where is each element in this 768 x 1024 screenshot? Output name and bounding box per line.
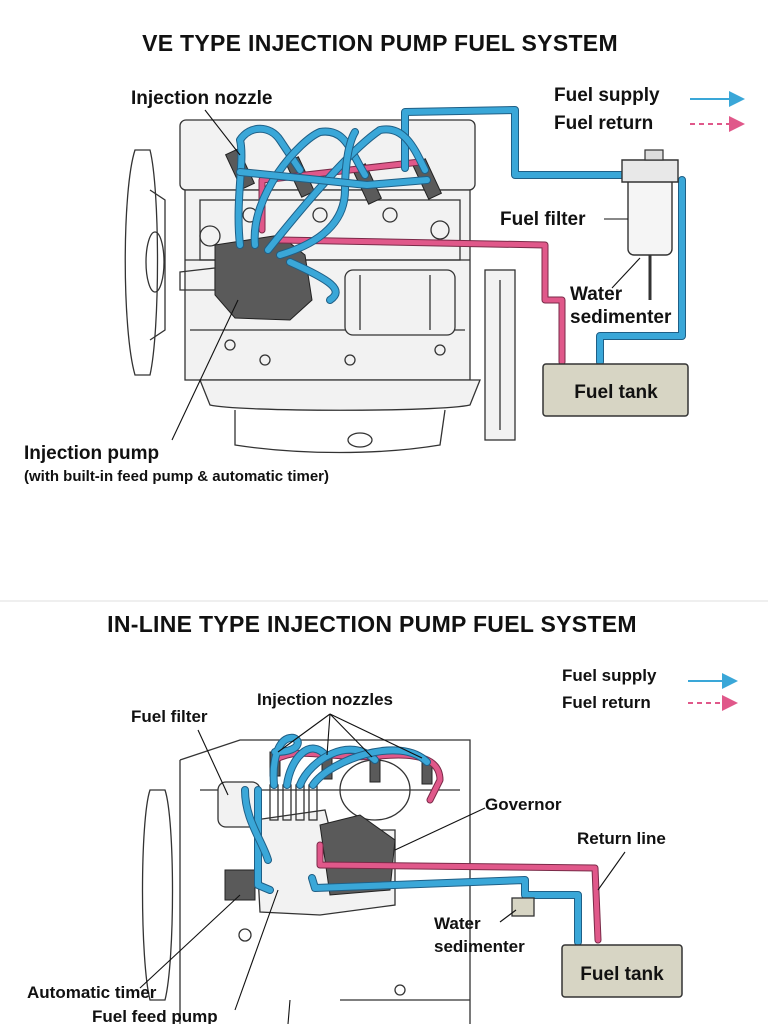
inline-fuel-tank: Fuel tank (561, 944, 683, 998)
ve-legend-supply-label: Fuel supply (554, 85, 660, 106)
inline-feed-pump-leader-2 (287, 999, 291, 1024)
inline-sedimenter-label-line1: Water (434, 914, 481, 933)
inline-legend-return-label: Fuel return (562, 693, 651, 712)
ve-title: VE TYPE INJECTION PUMP FUEL SYSTEM (142, 30, 618, 56)
ve-injection-pump-note: (with built-in feed pump & automatic tim… (24, 468, 329, 485)
inline-fuel-lines (241, 733, 602, 946)
ve-injection-pump-leader (171, 299, 239, 441)
ve-fuel-lines (234, 106, 686, 366)
ve-injection-pump-label: Injection pump (24, 443, 159, 464)
ve-legend-return-label: Fuel return (554, 113, 653, 134)
inline-governor-label: Governor (485, 795, 562, 814)
inline-fuel-filter-label: Fuel filter (131, 707, 208, 726)
ve-fuel-filter-label: Fuel filter (500, 209, 586, 230)
inline-automatic-timer-label: Automatic timer (27, 983, 157, 1002)
inline-sedimenter-leader (499, 909, 517, 923)
inline-legend-supply-label: Fuel supply (562, 666, 657, 685)
inline-fuel-tank-label: Fuel tank (580, 964, 664, 985)
ve-injection-nozzle-label: Injection nozzle (131, 88, 272, 109)
inline-nozzles-leader-3 (329, 713, 373, 758)
inline-return-line-label: Return line (577, 829, 666, 848)
inline-nozzles-leader-2 (326, 713, 331, 756)
inline-legend: Fuel supply Fuel return (562, 666, 738, 712)
ve-sedimenter-leader (611, 257, 641, 289)
inline-nozzles-leader-1 (277, 713, 331, 753)
ve-fuel-filter (621, 149, 679, 300)
inline-governor-leader (394, 807, 486, 851)
ve-legend: Fuel supply Fuel return (554, 85, 745, 134)
ve-fuel-tank: Fuel tank (542, 363, 689, 417)
inline-injection-nozzles-label: Injection nozzles (257, 690, 393, 709)
ve-fuel-tank-label: Fuel tank (574, 382, 658, 403)
inline-timer-leader (139, 894, 241, 989)
ve-sedimenter-label-line2: sedimenter (570, 307, 672, 328)
inline-feed-pump-leader (234, 889, 279, 1011)
ve-sedimenter-label-line1: Water (570, 284, 623, 305)
inline-fuel-filter-leader (197, 729, 229, 796)
inline-water-sedimenter (511, 897, 535, 917)
inline-nozzles-leader-4 (329, 713, 423, 759)
inline-sedimenter-label-line2: sedimenter (434, 937, 525, 956)
section-divider (0, 600, 768, 602)
inline-title: IN-LINE TYPE INJECTION PUMP FUEL SYSTEM (107, 611, 637, 637)
inline-fuel-feed-pump-label: Fuel feed pump (92, 1007, 218, 1024)
inline-return-line-leader (597, 851, 626, 891)
ve-injection-nozzle-leader (204, 109, 241, 156)
